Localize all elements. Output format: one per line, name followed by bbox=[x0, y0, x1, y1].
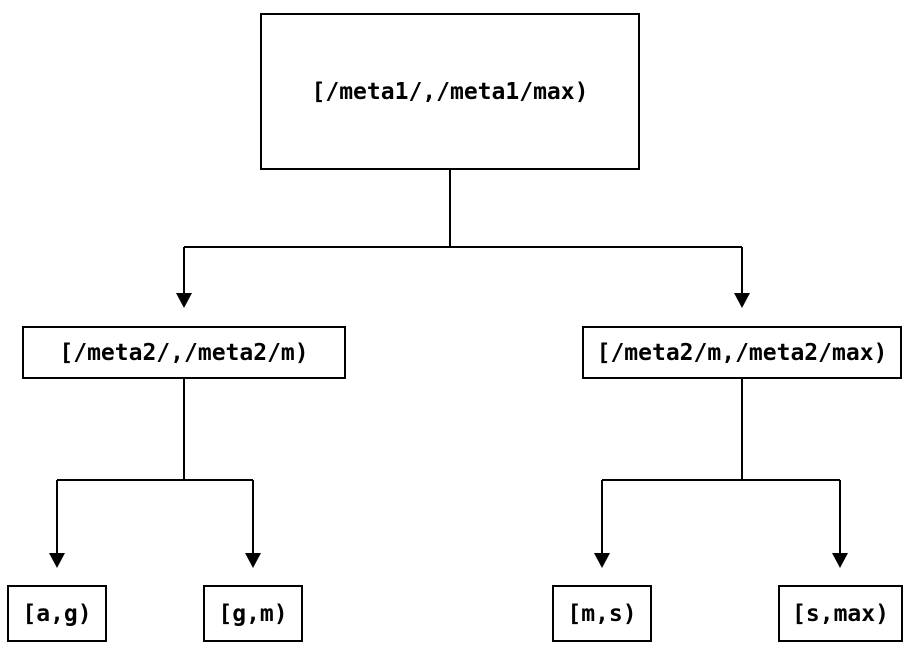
edge-root-to-children bbox=[176, 170, 750, 308]
node-leaf-s-max: [s,max) bbox=[778, 585, 903, 642]
node-leaf-m-s: [m,s) bbox=[552, 585, 652, 642]
node-leaf-a-g: [a,g) bbox=[7, 585, 107, 642]
arrowhead-leaf-s-max bbox=[832, 553, 848, 568]
arrowhead-meta2-low bbox=[176, 293, 192, 308]
node-leaf-g-m: [g,m) bbox=[203, 585, 303, 642]
arrowhead-leaf-g-m bbox=[245, 553, 261, 568]
edge-meta2-low-to-children bbox=[49, 379, 261, 568]
arrowhead-leaf-m-s bbox=[594, 553, 610, 568]
edge-meta2-high-to-children bbox=[594, 379, 848, 568]
node-root-meta1-range: [/meta1/,/meta1/max) bbox=[260, 13, 640, 170]
arrowhead-leaf-a-g bbox=[49, 553, 65, 568]
arrowhead-meta2-high bbox=[734, 293, 750, 308]
node-meta2-low-range: [/meta2/,/meta2/m) bbox=[22, 326, 346, 379]
node-meta2-high-range: [/meta2/m,/meta2/max) bbox=[582, 326, 902, 379]
